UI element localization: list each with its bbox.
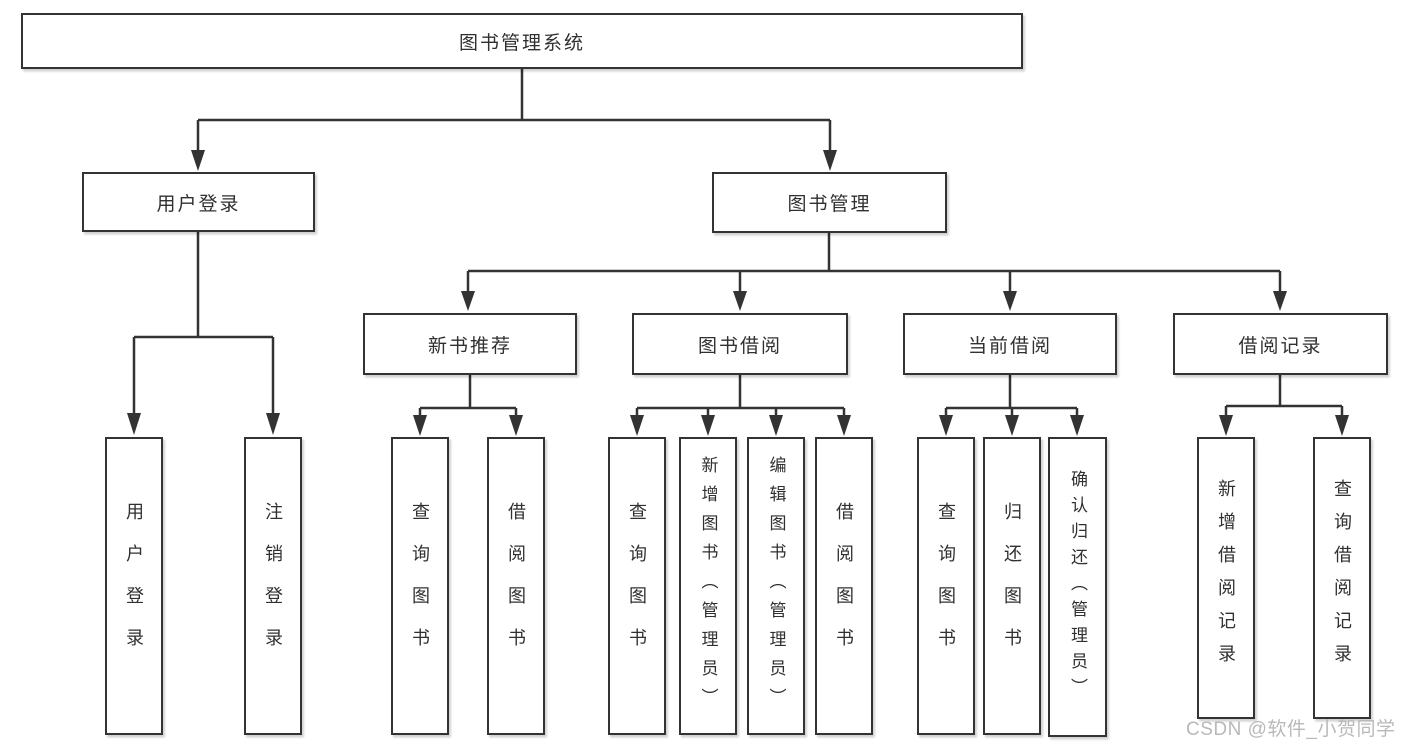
- leaf-edit-book-admin: 编辑图书（管理员）: [747, 437, 805, 735]
- arrowhead-icons: [127, 150, 1349, 436]
- node-book-management: 图书管理: [712, 172, 947, 233]
- leaf-query-borrow-record: 查询借阅记录: [1313, 437, 1371, 719]
- leaf-confirm-return-admin: 确认归还（管理员）: [1048, 437, 1107, 737]
- leaf-borrow-book: 借阅图书: [815, 437, 873, 735]
- node-borrow-records: 借阅记录: [1173, 313, 1388, 375]
- leaf-add-book-admin: 新增图书（管理员）: [679, 437, 737, 735]
- node-new-book-recommend: 新书推荐: [363, 313, 577, 375]
- leaf-query-book-current: 查询图书: [917, 437, 975, 735]
- leaf-borrow-book-recommend: 借阅图书: [487, 437, 545, 735]
- leaf-query-book-borrow: 查询图书: [608, 437, 666, 735]
- leaf-logout: 注销登录: [244, 437, 302, 735]
- watermark: CSDN @软件_小贺同学: [1186, 719, 1396, 740]
- leaf-user-login: 用户登录: [105, 437, 163, 735]
- node-root: 图书管理系统: [21, 13, 1023, 69]
- node-current-borrow: 当前借阅: [903, 313, 1117, 375]
- leaf-query-book-recommend: 查询图书: [391, 437, 449, 735]
- leaf-add-borrow-record: 新增借阅记录: [1197, 437, 1255, 719]
- node-book-borrow: 图书借阅: [632, 313, 848, 375]
- node-user-login: 用户登录: [82, 172, 315, 232]
- leaf-return-book: 归还图书: [983, 437, 1041, 735]
